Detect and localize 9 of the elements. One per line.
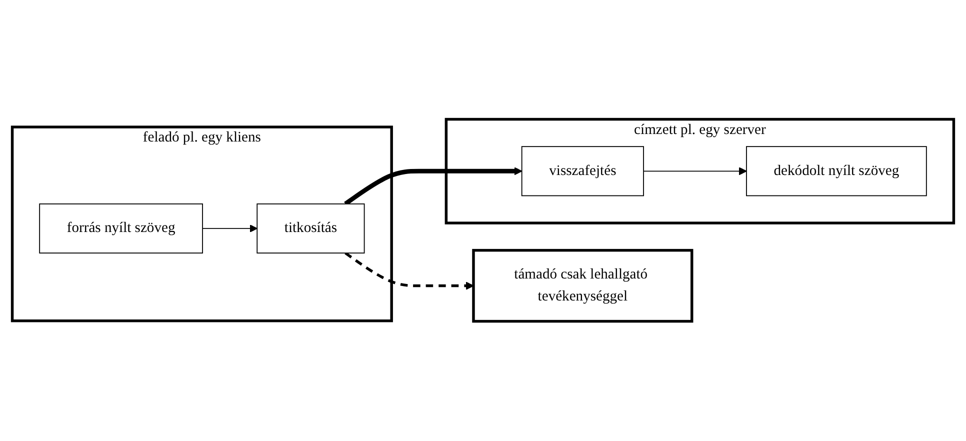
node-box: forrás nyílt szöveg — [39, 204, 203, 254]
arrow — [202, 224, 258, 233]
node-box: támadó csak lehallgató tevékenységgel — [472, 249, 694, 323]
arrow — [643, 167, 747, 176]
node-box: titkosítás — [256, 204, 365, 254]
arrow — [344, 252, 474, 290]
node-box: dekódolt nyílt szöveg — [746, 146, 927, 196]
arrow — [344, 167, 522, 206]
node-box: visszafejtés — [521, 146, 644, 196]
